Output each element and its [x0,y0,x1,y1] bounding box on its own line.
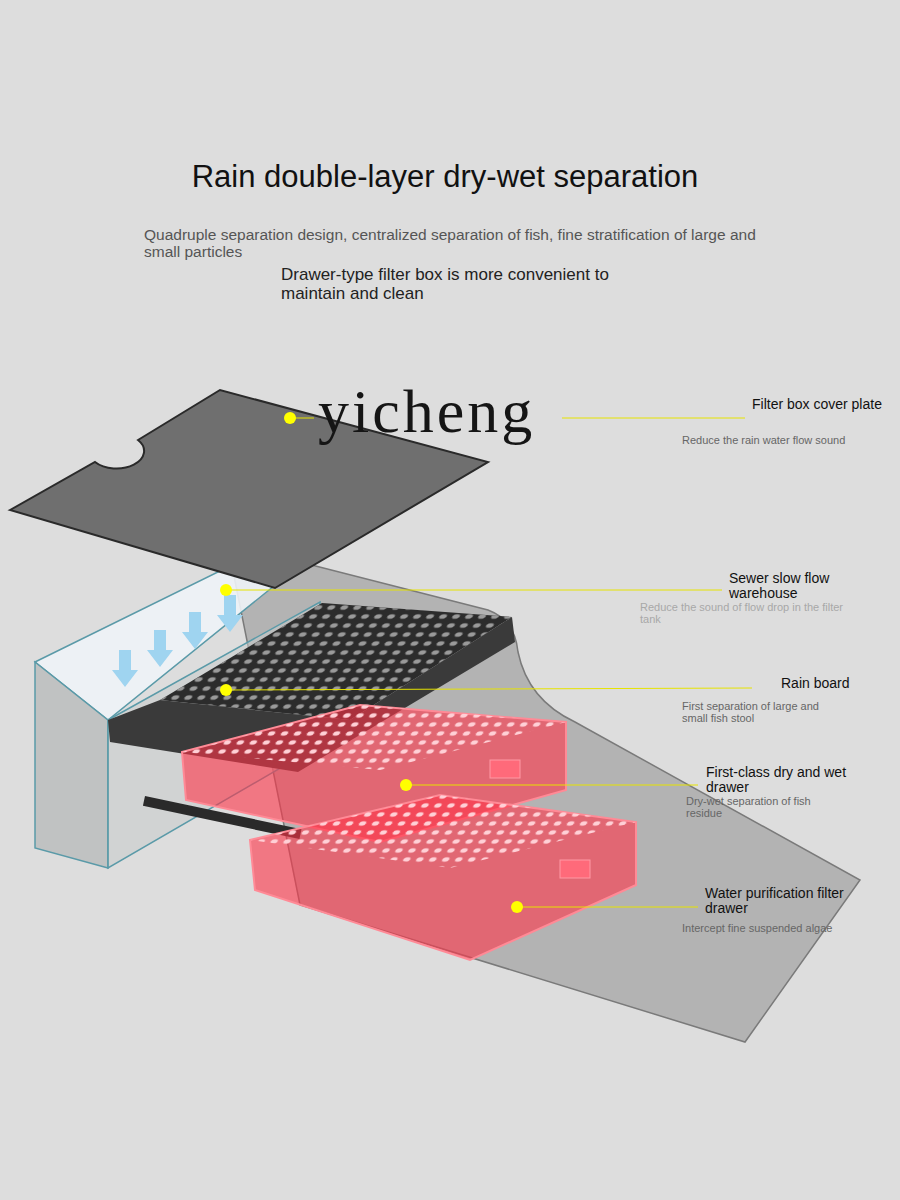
callout-note: Reduce the sound of flow drop in the fil… [640,601,865,625]
callout-title: First-class dry and wet drawer [706,765,876,796]
subtitle: Drawer-type filter box is more convenien… [281,266,626,303]
callout-title: Sewer slow flow warehouse [729,571,869,602]
watermark: yicheng [318,380,568,442]
callout-title: Rain board [781,676,881,691]
callout-note: Reduce the rain water flow sound [682,434,892,446]
callout-note: First separation of large and small fish… [682,700,847,724]
subtitle: Quadruple separation design, centralized… [144,226,764,260]
callout-title: Water purification filter drawer [705,886,875,917]
second-drawer [250,795,636,960]
callout-note: Intercept fine suspended algae [682,922,882,934]
title: Rain double-layer dry-wet separation [0,160,890,194]
callout-note: Dry-wet separation of fish residue [686,795,846,819]
callout-dots [220,412,523,913]
tank-side-glass [35,662,108,868]
callout-title: Filter box cover plate [752,397,882,412]
leader-lines [226,418,752,907]
